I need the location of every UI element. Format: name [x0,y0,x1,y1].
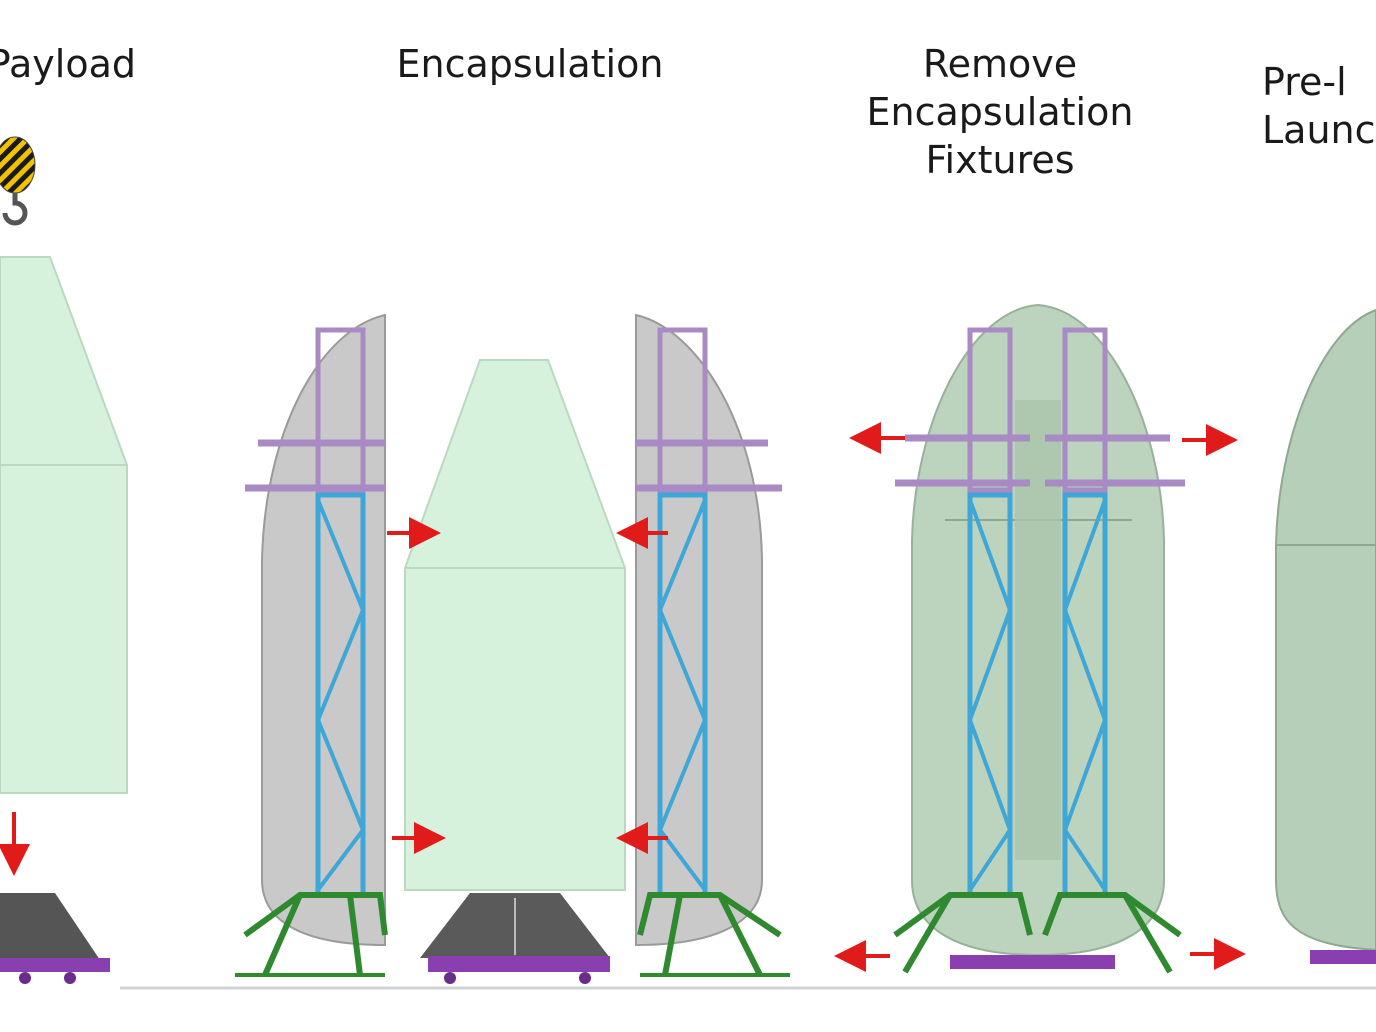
remove-label-line-2: Encapsulation [866,90,1134,134]
remove-label-line-3: Fixtures [925,138,1075,182]
cart-remove-stage [950,955,1115,969]
payload-label-line: Payload [0,42,136,86]
stage-label-remove-fixtures: Remove Encapsulation Fixtures [850,40,1150,184]
right-fairing-half [635,313,763,947]
left-fixture-removed [893,327,1033,974]
stage-label-payload: Payload [0,40,136,88]
crane-hook-icon [0,136,36,226]
prelaunch-label-line-1: Pre-l [1262,60,1347,104]
payload-adapter-cone [0,893,110,984]
right-encapsulation-fixture [636,327,790,977]
stage-payload [0,136,128,984]
left-fairing-half [261,313,386,947]
stage-prelaunch [1275,308,1376,964]
center-adapter-cone [420,893,610,984]
stage-label-encapsulation: Encapsulation [380,40,680,88]
prelaunch-label-line-2: Launc [1262,108,1376,152]
center-fairing [404,359,626,891]
stage-encapsulation [235,313,790,984]
right-fixture-removed [1042,327,1185,974]
remove-label-line-1: Remove [922,42,1078,86]
prelaunch-cart [1310,950,1376,964]
fairing-lifted [0,256,128,794]
encapsulation-label-line: Encapsulation [396,42,664,86]
stage-remove-fixtures [834,303,1246,974]
left-encapsulation-fixture [235,327,388,977]
prelaunch-fairing [1275,308,1376,952]
stage-label-prelaunch: Pre-l Launc [1262,58,1376,154]
